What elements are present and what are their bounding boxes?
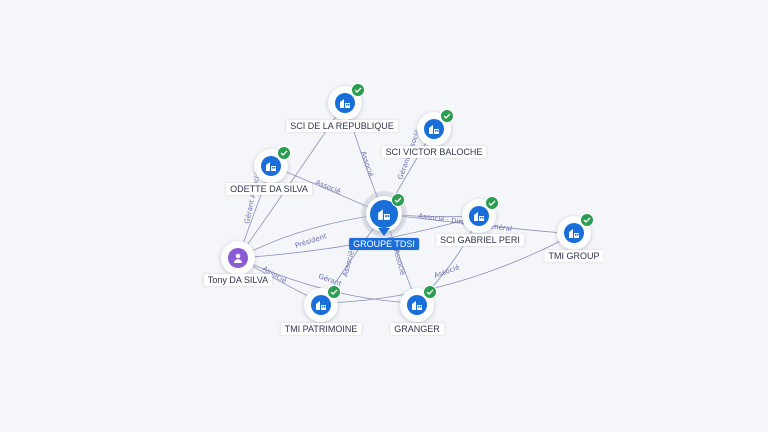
person-icon [228,248,248,268]
building-icon [407,295,427,315]
node-sci-victor[interactable] [417,109,454,146]
edge-label-associe-5: Associé [433,263,461,280]
node-label-tmi-patrimoine[interactable]: TMI PATRIMOINE [280,323,362,335]
node-label-tmi-group[interactable]: TMI GROUP [544,250,604,262]
node-label-sci-republique[interactable]: SCI DE LA REPUBLIQUE [286,120,398,132]
verified-check-icon [277,146,291,160]
node-tmi-patrimoine[interactable] [304,285,341,322]
node-label-odette[interactable]: ODETTE DA SILVA [226,183,312,195]
node-label-sci-victor[interactable]: SCI VICTOR BALOCHE [381,146,487,158]
verified-check-icon [391,193,405,207]
node-label-tony[interactable]: Tony DA SILVA [203,274,273,286]
node-tony[interactable] [221,241,255,275]
pin-marker [378,228,390,236]
building-icon [424,119,444,139]
node-odette[interactable] [254,146,291,183]
edge-label-associe-2: Associé [314,178,342,195]
building-icon [335,93,355,113]
edge-tmipatrimoine-tmigroup [321,233,575,304]
node-label-groupe-tdsi[interactable]: GROUPE TDSI [349,238,419,250]
node-granger[interactable] [400,285,437,322]
verified-check-icon [351,83,365,97]
building-icon [564,223,584,243]
node-sci-gabriel[interactable] [462,196,499,233]
edge-label-associe-1: Associé [359,150,375,178]
node-label-granger[interactable]: GRANGER [390,323,444,335]
edge-label-associe-3: Associé [341,250,356,278]
building-icon [469,206,489,226]
edge-tony-republique [237,102,346,259]
edge-label-president: Président [294,232,328,250]
verified-check-icon [580,213,594,227]
node-label-sci-gabriel[interactable]: SCI GABRIEL PERI [436,234,524,246]
node-groupe-tdsi[interactable] [366,193,405,236]
node-tmi-group[interactable] [557,213,594,250]
node-sci-republique[interactable] [328,83,365,120]
verified-check-icon [485,196,499,210]
verified-check-icon [327,285,341,299]
building-icon [261,156,281,176]
building-icon [311,295,331,315]
edge-label-associe-4: Associé [392,248,407,276]
verified-check-icon [440,109,454,123]
verified-check-icon [423,285,437,299]
edge-label-gerant-associe-2: Gérant Associé [243,171,262,224]
